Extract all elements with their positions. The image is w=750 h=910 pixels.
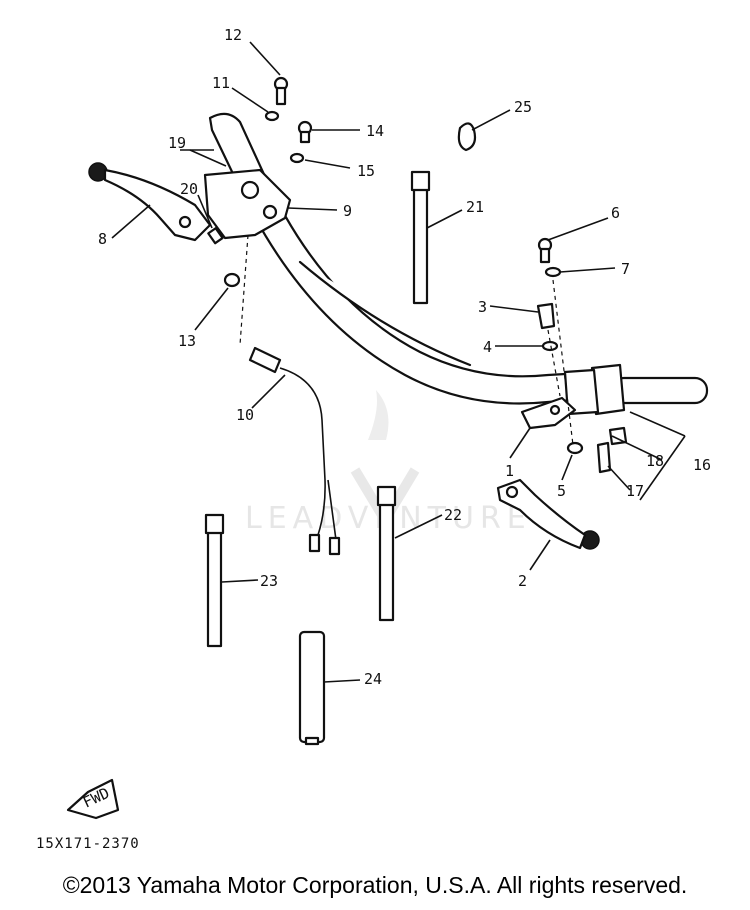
switch-cable — [248, 346, 341, 556]
callout-18: 18 — [646, 452, 664, 470]
callout-21: 21 — [466, 198, 484, 216]
callout-22: 22 — [444, 506, 462, 524]
right-lever — [496, 478, 600, 550]
callout-4: 4 — [483, 338, 492, 356]
callout-7: 7 — [621, 260, 630, 278]
callout-6: 6 — [611, 204, 620, 222]
callout-25: 25 — [514, 98, 532, 116]
callout-11: 11 — [212, 74, 230, 92]
callout-23: 23 — [260, 572, 278, 590]
left-lever — [88, 162, 212, 242]
right-grip — [563, 363, 709, 416]
lever-bracket — [520, 396, 577, 430]
lever-holder — [203, 168, 292, 240]
leader-lines — [111, 41, 686, 683]
callout-13: 13 — [178, 332, 196, 350]
assembly-lines — [239, 234, 574, 446]
callout-labels: 1 2 3 4 5 6 7 8 9 10 11 12 13 14 15 16 1… — [98, 26, 711, 688]
callout-17: 17 — [626, 482, 644, 500]
drawing-code: 15X171-2370 — [36, 836, 140, 852]
callout-15: 15 — [357, 162, 375, 180]
callout-20: 20 — [180, 180, 198, 198]
callout-14: 14 — [366, 122, 384, 140]
callout-8: 8 — [98, 230, 107, 248]
callout-10: 10 — [236, 406, 254, 424]
callout-12: 12 — [224, 26, 242, 44]
callout-9: 9 — [343, 202, 352, 220]
copyright-notice: ©2013 Yamaha Motor Corporation, U.S.A. A… — [62, 872, 688, 898]
callout-3: 3 — [478, 298, 487, 316]
callout-24: 24 — [364, 670, 382, 688]
callout-5: 5 — [557, 482, 566, 500]
callout-1: 1 — [505, 462, 514, 480]
fasteners — [207, 76, 628, 474]
callout-2: 2 — [518, 572, 527, 590]
callout-19: 19 — [168, 134, 186, 152]
callout-16: 16 — [693, 456, 711, 474]
fwd-arrow-icon: FWD — [66, 778, 120, 820]
cable-ties — [204, 170, 431, 648]
cable-cover — [298, 630, 326, 746]
